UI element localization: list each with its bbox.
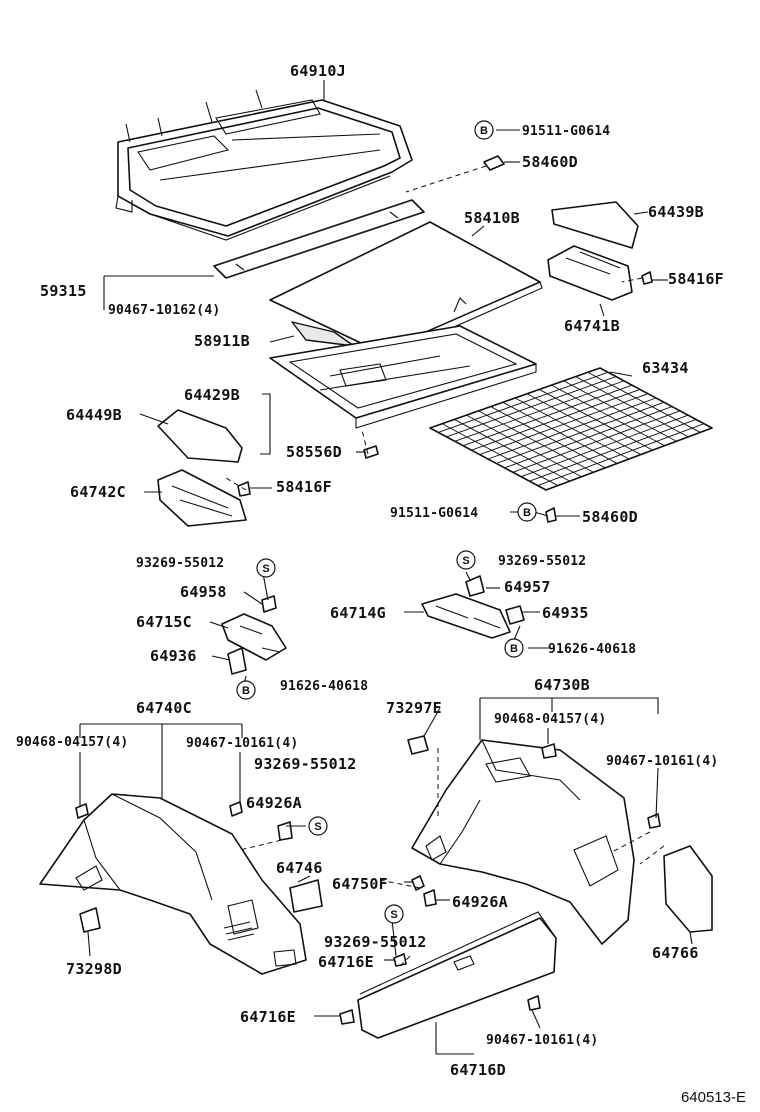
screw-marker-b: S	[384, 904, 404, 924]
label-64958[interactable]: 64958	[180, 583, 227, 601]
diagram-code: 640513-E	[681, 1089, 746, 1106]
label-64910J[interactable]: 64910J	[290, 62, 346, 80]
label-64926A-right[interactable]: 64926A	[452, 893, 508, 911]
label-90467-10162[interactable]: 90467-10162(4)	[108, 303, 220, 318]
label-64766[interactable]: 64766	[652, 944, 699, 962]
side-trim-64730B[interactable]	[411, 739, 635, 945]
part-labels: 64910J 91511-G0614 58460D 58410B 64439B …	[16, 62, 724, 1079]
label-58416F-mid[interactable]: 58416F	[276, 478, 332, 496]
label-64439B[interactable]: 64439B	[648, 203, 704, 221]
label-64936[interactable]: 64936	[150, 647, 197, 665]
label-58911B[interactable]: 58911B	[194, 332, 250, 350]
tonneau-cover-64910J[interactable]	[115, 89, 413, 241]
label-58460D-top[interactable]: 58460D	[522, 153, 578, 171]
label-90467-10161-left[interactable]: 90467-10161(4)	[186, 736, 298, 751]
label-90468-left[interactable]: 90468-04157(4)	[16, 735, 128, 750]
svg-text:B: B	[510, 643, 518, 655]
bolt-marker-r: B	[504, 638, 524, 658]
label-64935[interactable]: 64935	[542, 604, 589, 622]
box-64741B[interactable]	[547, 245, 633, 301]
label-93269-center[interactable]: 93269-55012	[254, 755, 357, 773]
label-58460D-mid[interactable]: 58460D	[582, 508, 638, 526]
screw-marker-l: S	[256, 558, 276, 578]
label-58410B[interactable]: 58410B	[464, 209, 520, 227]
svg-text:S: S	[390, 909, 397, 921]
label-93269-bottom[interactable]: 93269-55012	[324, 933, 427, 951]
bolt-marker-l: B	[236, 680, 256, 700]
label-91511-mid[interactable]: 91511-G0614	[390, 506, 478, 521]
label-64716D[interactable]: 64716D	[450, 1061, 506, 1079]
hook-plate-64714G[interactable]	[421, 593, 511, 639]
screw-marker-r: S	[456, 550, 476, 570]
label-90468-right[interactable]: 90468-04157(4)	[494, 712, 606, 727]
luggage-tray-64429B[interactable]	[269, 325, 537, 429]
label-64750F[interactable]: 64750F	[332, 875, 388, 893]
svg-text:B: B	[242, 685, 250, 697]
label-63434[interactable]: 63434	[642, 359, 689, 377]
screw-marker-c: S	[308, 816, 328, 836]
label-90467-10161-right[interactable]: 90467-10161(4)	[606, 754, 718, 769]
clip-fasteners	[75, 155, 661, 1025]
label-64449B[interactable]: 64449B	[66, 406, 122, 424]
label-90467-10161-bottom[interactable]: 90467-10161(4)	[486, 1033, 598, 1048]
bolt-marker-top: B	[474, 120, 494, 140]
hook-plate-64715C[interactable]	[221, 613, 287, 661]
svg-text:S: S	[262, 563, 269, 575]
label-64715C[interactable]: 64715C	[136, 613, 192, 631]
fastener-markers: B B S B S B S S	[236, 120, 537, 924]
svg-text:B: B	[523, 507, 531, 519]
cover-64439B[interactable]	[551, 201, 639, 249]
leader-lines	[79, 80, 693, 1055]
svg-text:B: B	[480, 125, 488, 137]
label-64926A-left[interactable]: 64926A	[246, 794, 302, 812]
trim-64449B[interactable]	[157, 409, 243, 463]
label-73298D[interactable]: 73298D	[66, 960, 122, 978]
cover-64746[interactable]	[289, 879, 323, 913]
svg-text:S: S	[314, 821, 321, 833]
side-trim-64740C[interactable]	[39, 793, 307, 975]
trim-panel-64716D[interactable]	[357, 911, 557, 1039]
label-59315[interactable]: 59315	[40, 282, 87, 300]
label-64742C[interactable]: 64742C	[70, 483, 126, 501]
trim-strip-59315[interactable]	[213, 199, 425, 279]
label-64716E-b[interactable]: 64716E	[240, 1008, 296, 1026]
label-64746[interactable]: 64746	[276, 859, 323, 877]
label-93269-right[interactable]: 93269-55012	[498, 554, 586, 569]
label-91626-right[interactable]: 91626-40618	[548, 642, 636, 657]
label-58416F-top[interactable]: 58416F	[668, 270, 724, 288]
box-64742C[interactable]	[157, 469, 247, 527]
assembly-guides	[225, 165, 665, 967]
label-73297E[interactable]: 73297E	[386, 699, 442, 717]
bolt-marker-mid: B	[517, 502, 537, 522]
label-64716E-a[interactable]: 64716E	[318, 953, 374, 971]
label-64740C[interactable]: 64740C	[136, 699, 192, 717]
cargo-net-63434[interactable]	[429, 367, 713, 491]
label-64730B[interactable]: 64730B	[534, 676, 590, 694]
label-91511-top[interactable]: 91511-G0614	[522, 124, 610, 139]
label-64957[interactable]: 64957	[504, 578, 551, 596]
label-64714G[interactable]: 64714G	[330, 604, 386, 622]
label-58556D[interactable]: 58556D	[286, 443, 342, 461]
svg-text:S: S	[462, 555, 469, 567]
label-91626-left[interactable]: 91626-40618	[280, 679, 368, 694]
label-64429B[interactable]: 64429B	[184, 386, 240, 404]
panel-64766[interactable]	[663, 845, 713, 933]
label-64741B[interactable]: 64741B	[564, 317, 620, 335]
label-93269-left[interactable]: 93269-55012	[136, 556, 224, 571]
